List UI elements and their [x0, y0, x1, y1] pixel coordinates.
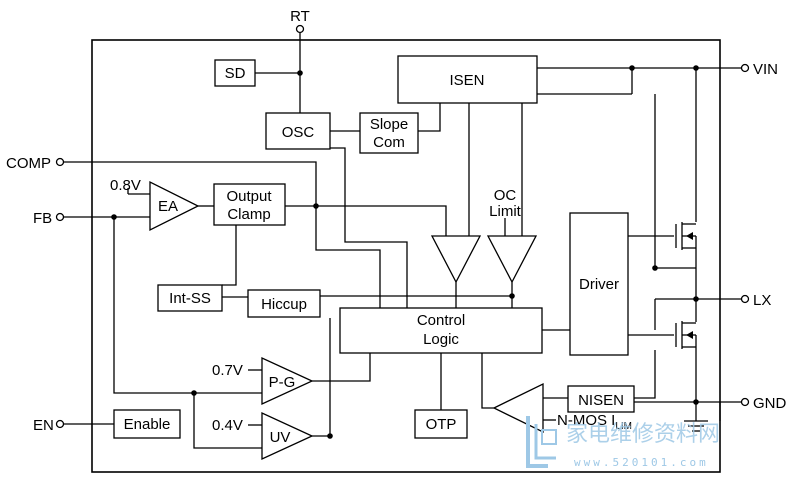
sd-block: SD [214, 59, 256, 87]
pin-gnd: GND [740, 395, 787, 412]
watermark: 家电维修资料网 www.520101.com [526, 416, 720, 469]
pin-lx-label: LX [753, 292, 771, 309]
int-ss-block: Int-SS [157, 284, 223, 312]
pin-fb-label: FB [33, 210, 52, 227]
uv-reference-label: 0.4V [212, 417, 243, 434]
ea-reference-label: 0.8V [110, 177, 141, 194]
slope-label-line2: Com [373, 134, 405, 151]
slope-label-line1: Slope [370, 116, 408, 133]
int-ss-label: Int-SS [169, 290, 211, 307]
pin-vin-label: VIN [753, 61, 778, 78]
oc-limit-label-line2: Limit [489, 203, 522, 220]
hiccup-block: Hiccup [247, 289, 321, 318]
ea-label: EA [158, 198, 178, 215]
pin-comp: COMP [6, 155, 65, 172]
pg-label: P-G [269, 374, 296, 391]
pin-en-label: EN [33, 417, 54, 434]
oc-limit-comparator [486, 235, 538, 284]
pwm-comparator [430, 235, 482, 284]
watermark-text: 家电维修资料网 [566, 422, 720, 447]
output-clamp-block: Output Clamp [213, 183, 286, 226]
oc-limit-label-line1: OC [494, 187, 517, 204]
junction-dots [111, 65, 699, 439]
isen-block: ISEN [397, 55, 538, 104]
ground-icon [684, 420, 708, 432]
nisen-block: NISEN [567, 385, 635, 413]
control-logic-label-line1: Control [417, 312, 465, 329]
pin-en: EN [33, 417, 65, 434]
pin-vin: VIN [740, 61, 778, 78]
osc-block: OSC [265, 112, 331, 150]
otp-block: OTP [414, 409, 468, 439]
otp-label: OTP [426, 416, 457, 433]
uv-label: UV [270, 429, 291, 446]
nmos-limit-label: N-MOS ILIM [557, 412, 632, 432]
pin-gnd-label: GND [753, 395, 787, 412]
low-side-mosfet-icon [675, 321, 697, 350]
pin-comp-label: COMP [6, 155, 51, 172]
pg-comparator: P-G [261, 356, 314, 406]
uv-comparator: UV [261, 411, 314, 461]
sd-label: SD [225, 65, 246, 82]
osc-label: OSC [282, 124, 315, 141]
pin-lx: LX [740, 292, 771, 309]
pin-rt-label: RT [290, 8, 310, 25]
pin-fb: FB [33, 210, 65, 227]
chip-boundary [91, 39, 721, 473]
watermark-url: www.520101.com [574, 456, 709, 469]
control-logic-block: Control Logic [339, 307, 543, 354]
high-side-mosfet-icon [675, 222, 697, 250]
driver-block: Driver [569, 212, 629, 356]
isen-label: ISEN [449, 72, 484, 89]
watermark-logo-icon [526, 416, 557, 468]
driver-label: Driver [579, 276, 619, 293]
pin-rt: RT [290, 8, 310, 34]
control-logic-label-line2: Logic [423, 331, 459, 348]
hiccup-label: Hiccup [261, 296, 307, 313]
nmos-limit-comparator [492, 382, 544, 434]
output-clamp-label-line2: Clamp [227, 206, 270, 223]
slope-com-block: Slope Com [359, 112, 419, 154]
enable-block: Enable [113, 409, 181, 439]
ea-amplifier: EA [149, 180, 200, 232]
pg-reference-label: 0.7V [212, 362, 243, 379]
enable-label: Enable [124, 416, 171, 433]
wires [64, 33, 741, 449]
output-clamp-label-line1: Output [226, 188, 272, 205]
nisen-label: NISEN [578, 392, 624, 409]
